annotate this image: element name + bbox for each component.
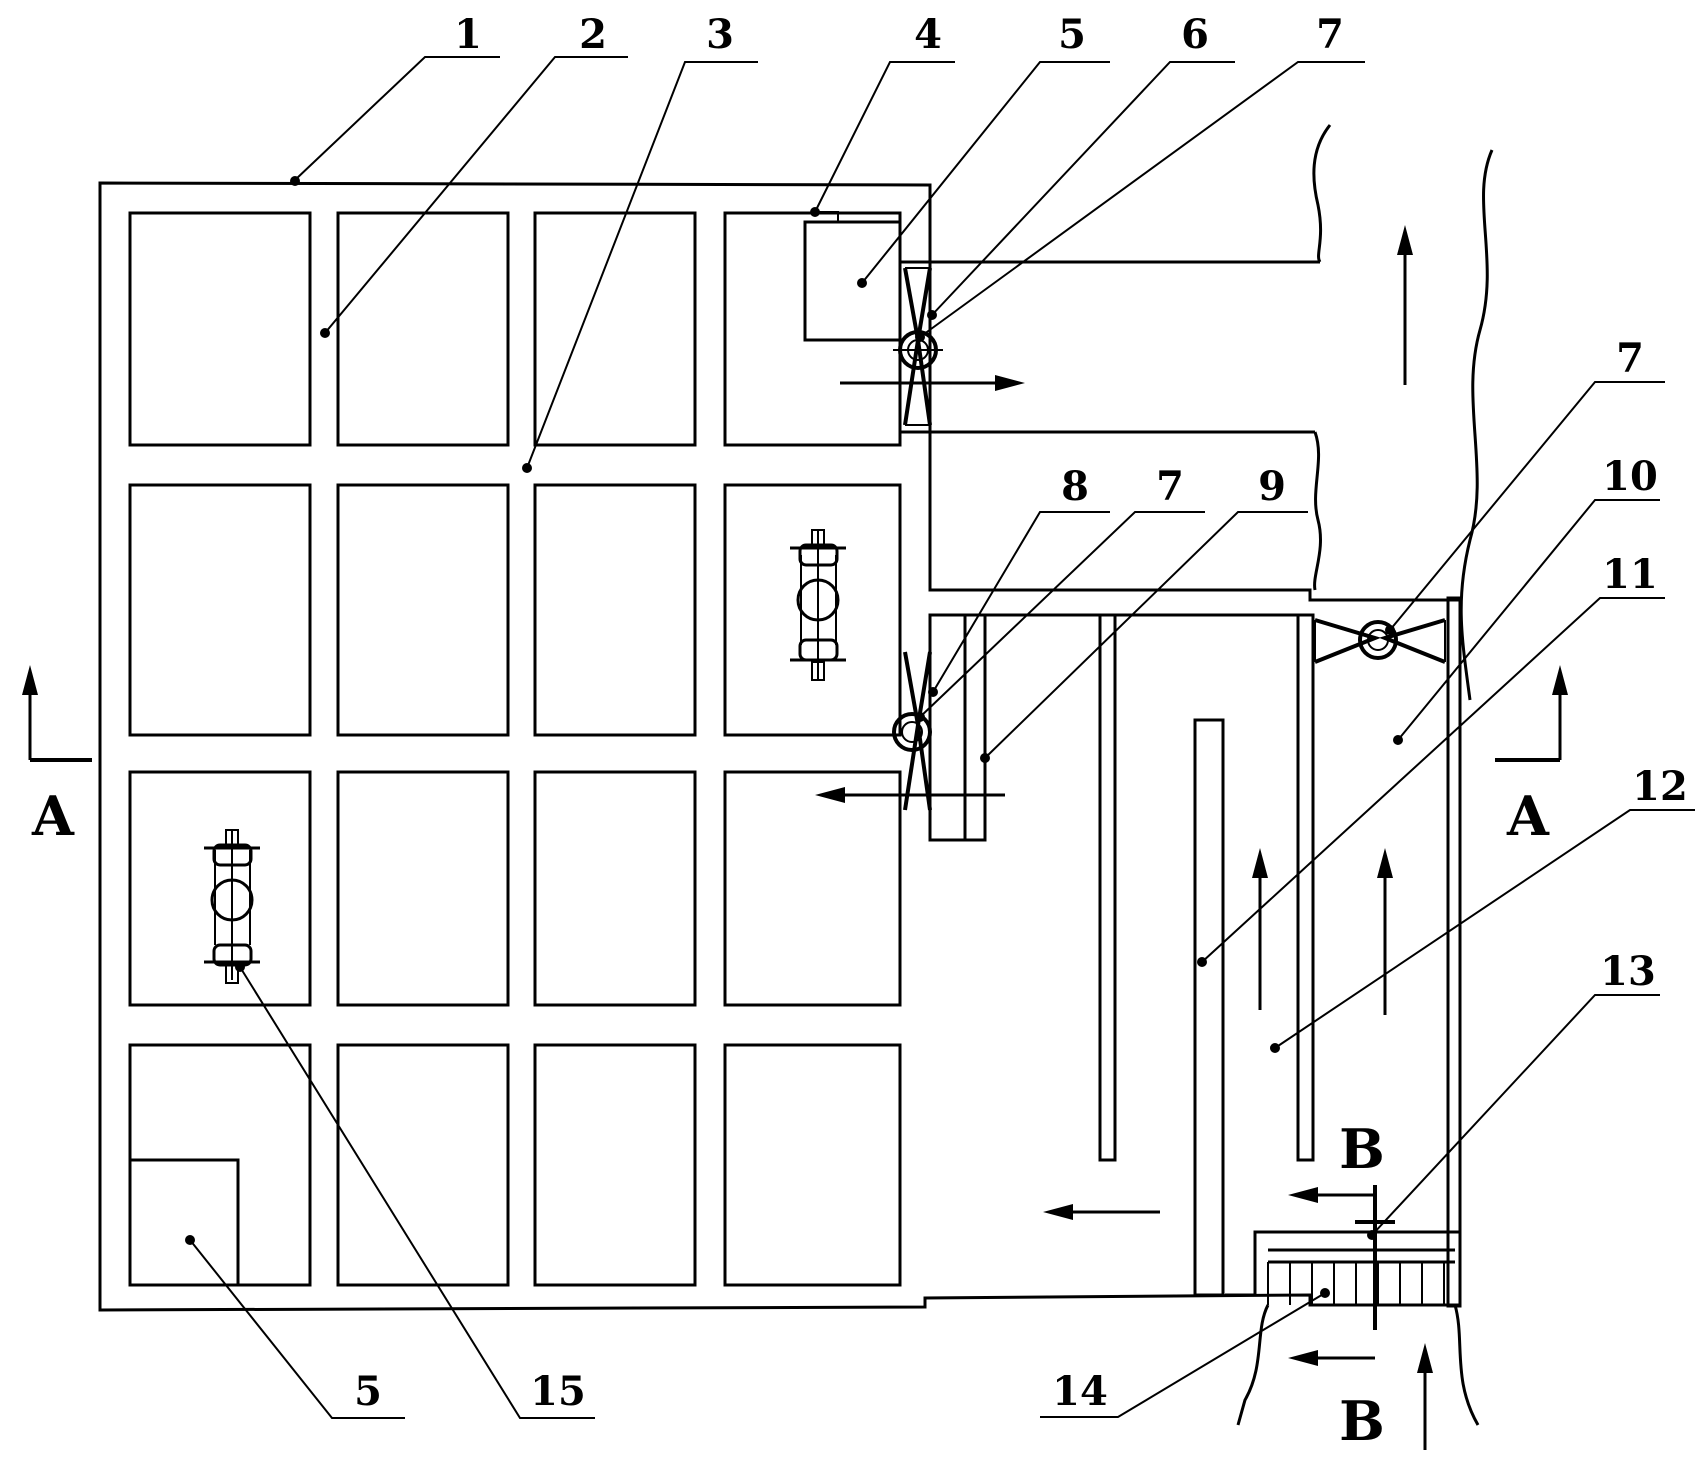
section-a-right-marker (1495, 665, 1568, 762)
part-number-labels: 1 2 3 4 5 6 7 7 10 8 7 9 11 12 13 14 5 1… (354, 11, 1688, 1415)
label-1: 1 (454, 11, 482, 58)
label-15: 15 (530, 1368, 586, 1415)
arrow-up-12b (1377, 848, 1393, 878)
screen-comb-14 (1267, 1248, 1455, 1305)
label-5-top: 5 (1058, 11, 1086, 58)
section-a-left: A (31, 784, 75, 848)
label-11: 11 (1602, 551, 1658, 598)
gate-13 (1355, 1185, 1395, 1330)
label-5-bottom: 5 (354, 1368, 382, 1415)
section-letters: A A B B (31, 784, 1550, 1453)
label-13: 13 (1600, 948, 1656, 995)
baffles (985, 613, 1460, 1297)
arrow-b-bottom (1288, 1350, 1318, 1366)
arrow-right-top (995, 375, 1025, 391)
section-b-top: B (1339, 1117, 1385, 1181)
arrow-left-middle (815, 787, 845, 803)
section-a-right: A (1506, 784, 1550, 848)
main-block-outline (98, 181, 1462, 1312)
section-b-bottom: B (1339, 1389, 1385, 1453)
pump-upper (790, 529, 846, 681)
label-6: 6 (1181, 11, 1209, 58)
arrow-inflow-up (1417, 1343, 1433, 1373)
label-7-mid: 7 (1156, 463, 1184, 510)
arrow-up-channel (1397, 225, 1413, 255)
label-7-right: 7 (1616, 335, 1644, 382)
label-12: 12 (1632, 763, 1688, 810)
pump-lower (204, 829, 260, 984)
arrow-b-top (1288, 1187, 1318, 1203)
partition-9 (928, 613, 987, 842)
arrow-left-bottom (1043, 1204, 1073, 1220)
label-14: 14 (1052, 1368, 1108, 1415)
arrow-up-12a (1252, 848, 1268, 878)
section-a-left-marker (22, 665, 92, 762)
label-10: 10 (1602, 453, 1658, 500)
right-wall (1446, 596, 1462, 1308)
flow-arrows (815, 225, 1433, 1450)
label-9: 9 (1258, 463, 1286, 510)
label-8: 8 (1061, 463, 1089, 510)
label-2: 2 (579, 11, 607, 58)
small-box-top (803, 211, 902, 342)
label-7-top: 7 (1316, 11, 1344, 58)
label-3: 3 (706, 11, 734, 58)
small-box-bottom (128, 1158, 240, 1287)
upper-channel (899, 124, 1494, 701)
label-4: 4 (914, 11, 942, 58)
bottom-banks (1236, 1304, 1480, 1426)
grid-cells (128, 211, 902, 1287)
fan-right (1314, 618, 1446, 664)
leader-lines (185, 56, 1695, 1419)
